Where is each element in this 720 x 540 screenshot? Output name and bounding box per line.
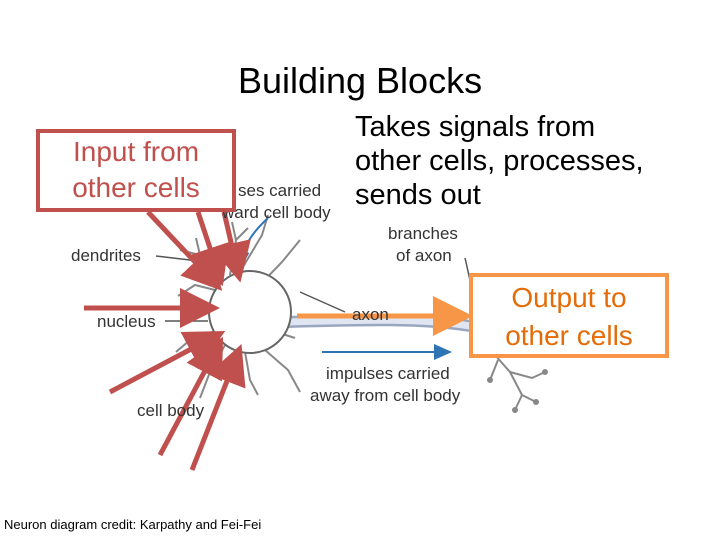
impulses-toward-label-1: ses carried: [238, 181, 322, 200]
nucleus-label: nucleus: [97, 312, 156, 331]
axon-terminals-shape: [489, 354, 546, 411]
impulses-away-label-2: away from cell body: [310, 386, 461, 405]
output-box-line-2: other cells: [505, 320, 633, 351]
credit-text: Neuron diagram credit: Karpathy and Fei-…: [4, 517, 262, 532]
impulses-toward-label-2: ward cell body: [222, 203, 331, 222]
description-text: Takes signals from other cells, processe…: [355, 110, 705, 212]
input-arrows: [84, 210, 251, 471]
slide-title: Building Blocks: [237, 60, 483, 101]
branches-label-1: branches: [388, 224, 458, 243]
axon-label: axon: [352, 305, 389, 324]
description-line-1: Takes signals from: [355, 111, 596, 143]
output-box-text: Output to other cells: [469, 279, 669, 355]
input-box-line-2: other cells: [72, 172, 200, 203]
dendrites-label: dendrites: [71, 246, 141, 265]
cell-body-shape: [208, 270, 292, 354]
description-line-2: other cells, processes,: [355, 145, 644, 177]
input-box: [36, 129, 236, 212]
description-line-3: sends out: [355, 179, 481, 211]
input-box-text: Input from other cells: [36, 134, 236, 206]
branches-label-2: of axon: [396, 246, 452, 265]
impulses-away-label-1: impulses carried: [326, 364, 450, 383]
output-box-line-1: Output to: [511, 282, 627, 313]
output-box: [469, 273, 669, 358]
cell-body-label: cell body: [137, 401, 205, 420]
input-box-line-1: Input from: [72, 136, 200, 167]
